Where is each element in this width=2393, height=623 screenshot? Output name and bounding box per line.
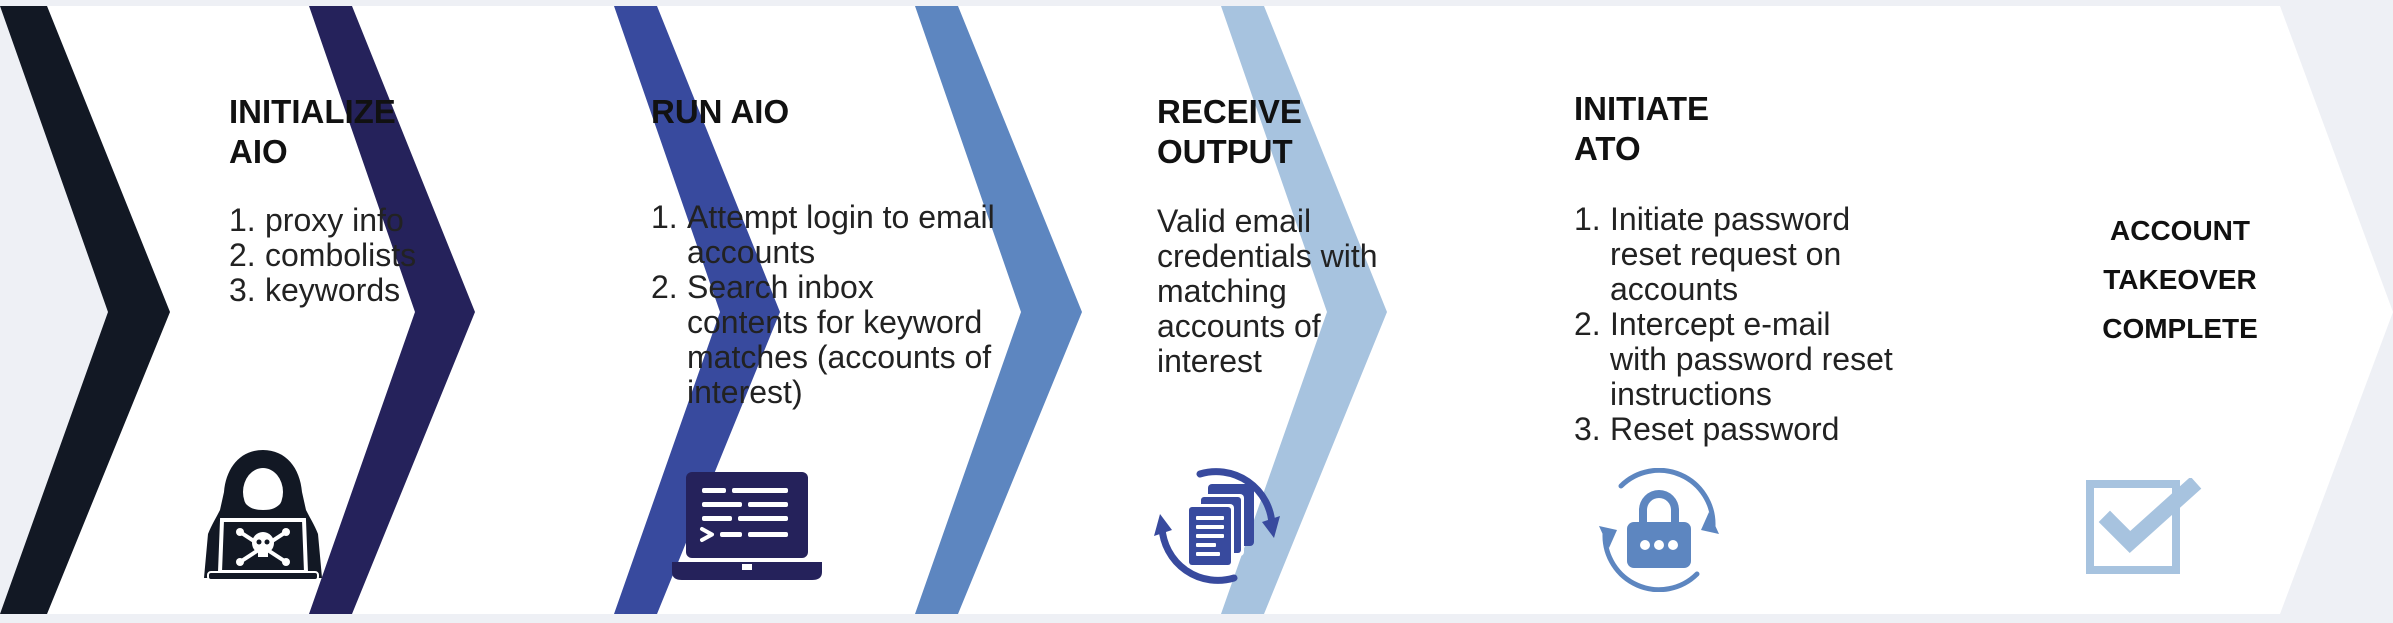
chevron-4 — [915, 6, 1082, 614]
step-description: Valid email credentials with matching ac… — [1157, 203, 1378, 379]
list-item: 2.Intercept e-mail with password reset i… — [1574, 306, 1893, 412]
terminal-laptop-icon — [672, 472, 822, 580]
documents-refresh-icon — [1154, 468, 1280, 584]
padlock-refresh-icon — [1599, 468, 1719, 592]
step-title: RUN AIO — [651, 93, 790, 130]
list-item: 2.combolists — [229, 237, 417, 273]
chevron-1 — [0, 6, 170, 614]
step-title: RECEIVE OUTPUT — [1157, 93, 1302, 170]
step-list: 1.proxy info 2.combolists 3.keywords — [229, 203, 489, 308]
list-item: 3.keywords — [229, 272, 401, 308]
panel-5-white — [1264, 6, 2393, 614]
list-item: 2.Search inbox contents for keyword matc… — [651, 269, 992, 410]
step-title: INITIALIZE AIO — [229, 93, 396, 170]
list-item: 1.Attempt login to email accounts — [651, 199, 995, 270]
step-list: 1.Attempt login to email accounts 2.Sear… — [651, 200, 996, 410]
step-title: INITIATE ATO — [1574, 90, 1710, 167]
checkbox-checked-icon — [2086, 478, 2202, 574]
chevron-5 — [1221, 6, 1387, 614]
list-item: 1.proxy info — [229, 202, 404, 238]
list-item: 3.Reset password — [1574, 411, 1840, 447]
step-title: ACCOUNT TAKEOVER COMPLETE — [2102, 215, 2258, 344]
hacker-skull-laptop-icon — [204, 450, 322, 581]
list-item: 1.Initiate password reset request on acc… — [1574, 201, 1851, 307]
chevron-2 — [309, 6, 475, 614]
step-list: 1.Initiate password reset request on acc… — [1574, 202, 1894, 447]
